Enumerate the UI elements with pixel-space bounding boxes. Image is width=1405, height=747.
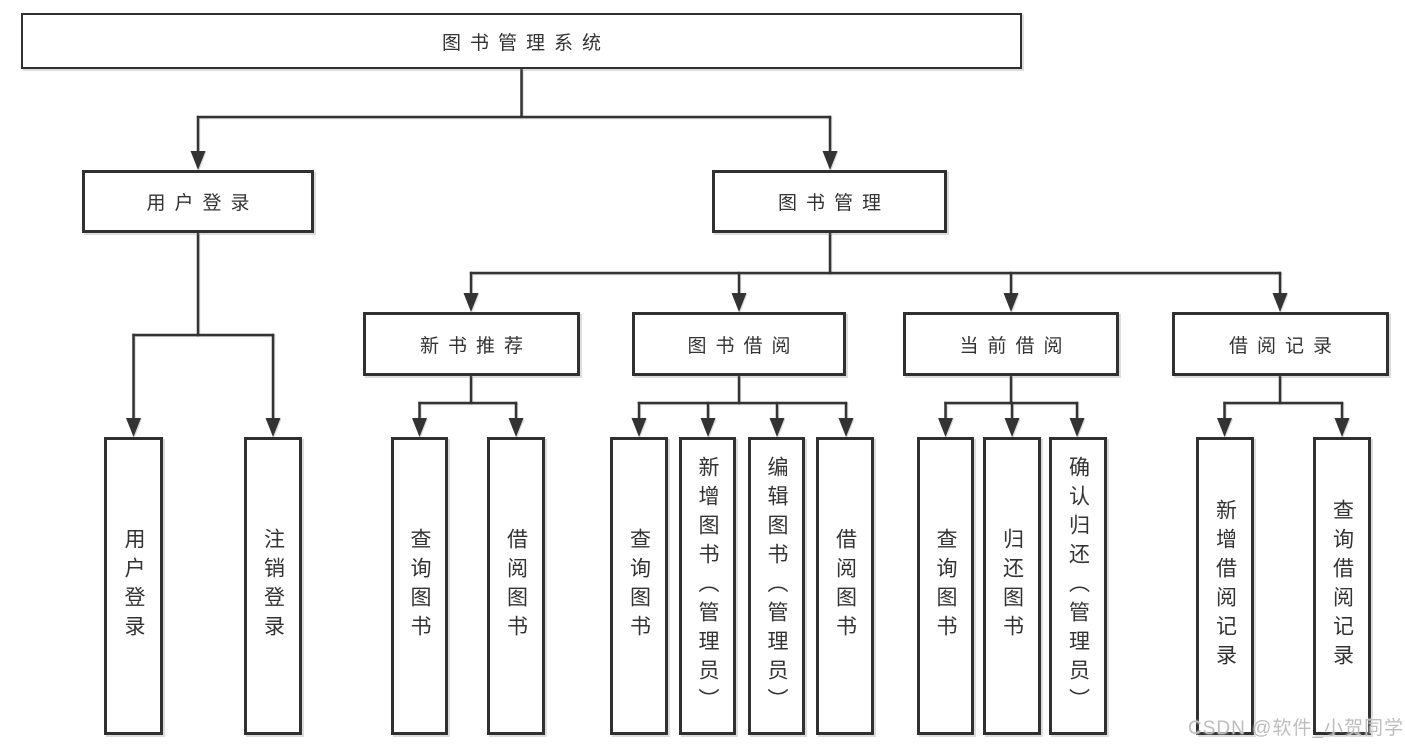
leaf-query-borrow-record: 查询借阅记录 [1313,437,1371,735]
leaf-confirm-return-admin: 确认归还（管理员） [1049,437,1107,735]
leaf-label: 确认归还（管理员） [1066,455,1090,717]
leaf-add-book-admin: 新增图书（管理员） [679,437,736,735]
node-library-system: 图书管理系统 [21,13,1022,69]
node-label: 图书管理系统 [441,32,610,54]
leaf-query-books-recommend: 查询图书 [391,437,448,735]
leaf-edit-book-admin: 编辑图书（管理员） [748,437,805,735]
node-book-management: 图书管理 [712,170,947,233]
node-book-borrow: 图书借阅 [632,312,846,376]
node-label: 图书管理 [777,193,890,214]
leaf-borrow-books-recommend: 借阅图书 [487,437,545,735]
leaf-label: 查询借阅记录 [1330,499,1354,673]
leaf-label: 查询图书 [408,528,431,644]
node-label: 借阅记录 [1228,335,1341,357]
leaf-add-borrow-record: 新增借阅记录 [1196,437,1254,735]
leaf-label: 用户登录 [122,528,145,644]
leaf-label: 查询图书 [934,528,957,644]
node-label: 当前借阅 [959,335,1072,357]
node-current-borrow: 当前借阅 [903,312,1119,376]
node-label: 图书借阅 [687,335,800,357]
leaf-query-books-current: 查询图书 [917,437,974,735]
leaf-label: 查询图书 [627,528,651,644]
leaf-label: 注销登录 [261,528,285,644]
leaf-user-login: 用户登录 [104,437,163,735]
leaf-return-book: 归还图书 [983,437,1041,735]
node-user-login: 用户登录 [82,170,314,233]
node-new-book-recommend: 新书推荐 [363,312,580,376]
leaf-label: 新增借阅记录 [1213,499,1237,673]
leaf-label: 借阅图书 [833,528,857,644]
leaf-borrow-books: 借阅图书 [816,437,874,735]
node-label: 用户登录 [146,193,259,214]
leaf-label: 编辑图书（管理员） [765,455,788,717]
csdn-watermark: CSDN @软件_小贺同学 [1188,718,1404,739]
leaf-label: 借阅图书 [504,528,528,644]
leaf-logout: 注销登录 [244,437,302,735]
leaf-label: 归还图书 [1000,528,1024,644]
node-borrow-records: 借阅记录 [1172,312,1389,376]
leaf-label: 新增图书（管理员） [696,455,719,717]
leaf-query-books-borrow: 查询图书 [610,437,668,735]
node-label: 新书推荐 [419,335,532,357]
